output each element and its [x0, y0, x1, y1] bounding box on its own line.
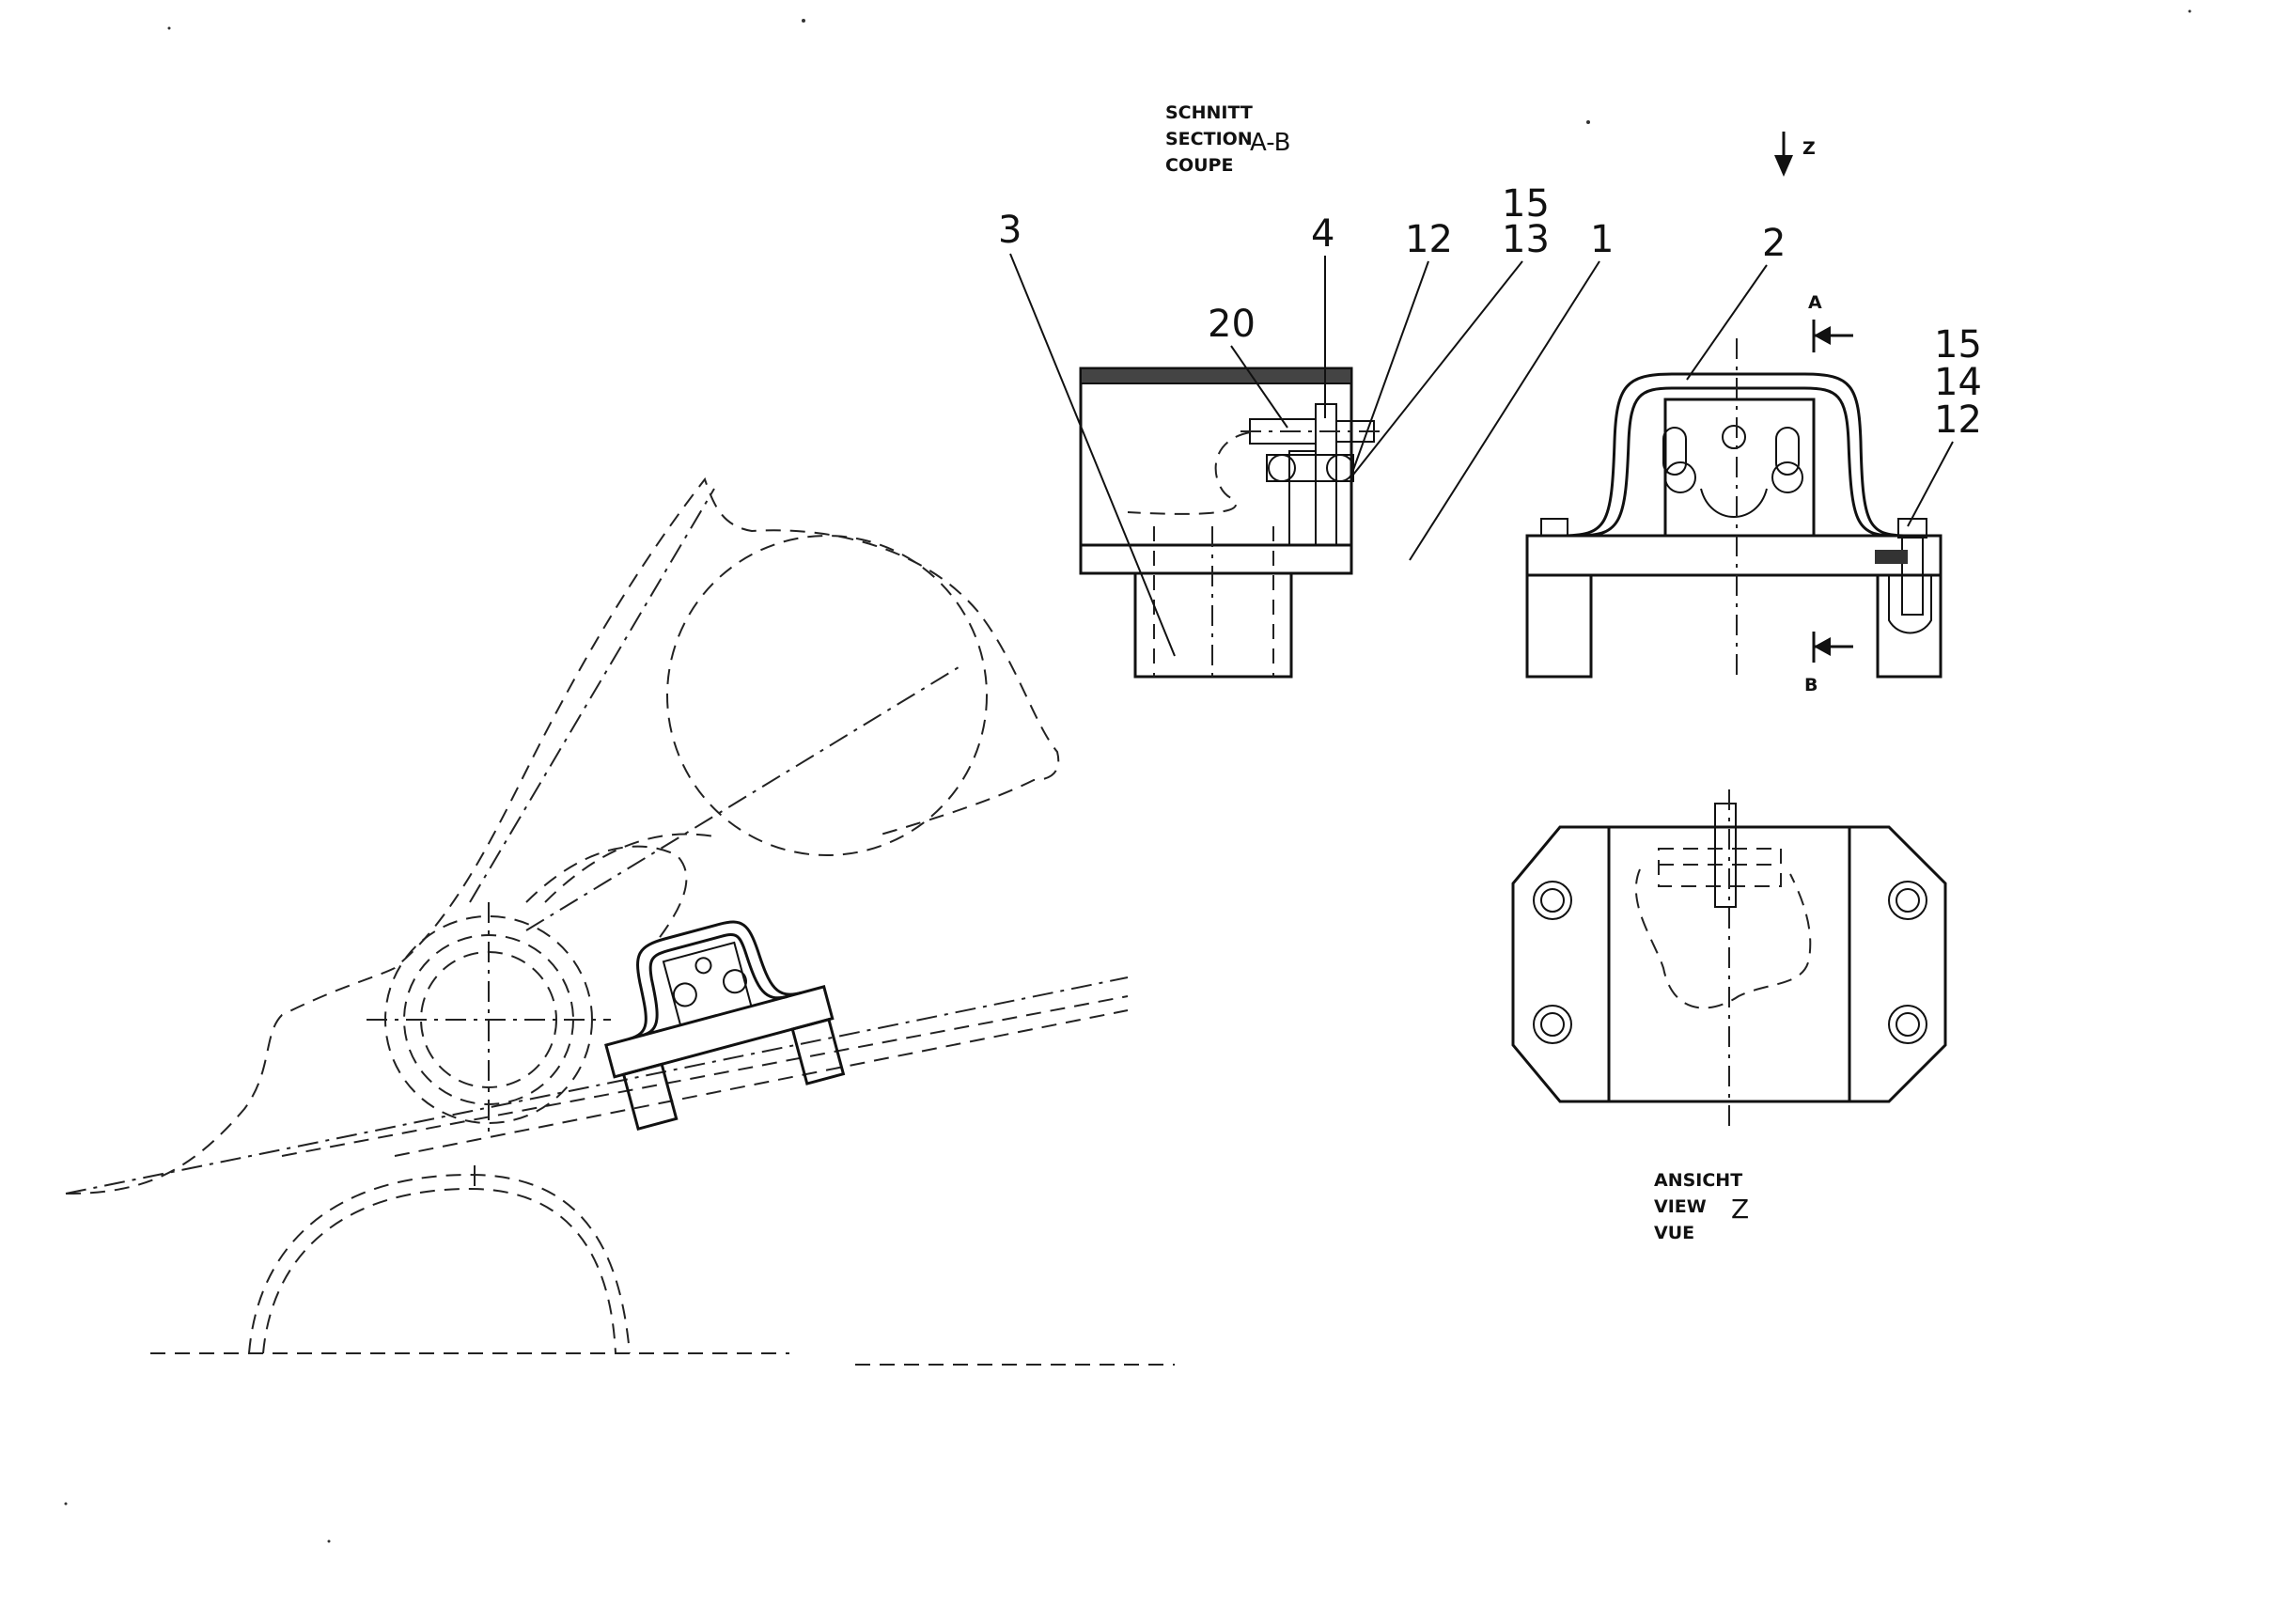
plan-view [1511, 789, 1947, 1128]
callout-2: 2 [1762, 222, 1786, 265]
callout-15a: 15 [1502, 182, 1550, 226]
section-label-ref: A-B [1250, 129, 1291, 157]
cut-marker-a-label: A [1808, 292, 1822, 313]
callout-13: 13 [1502, 218, 1550, 261]
scan-specks [64, 9, 2192, 1543]
side-view [1525, 338, 1943, 679]
view-z-arrow-label: Z [1802, 138, 1816, 159]
callout-14: 14 [1934, 361, 1982, 404]
callout-12b: 12 [1934, 398, 1982, 442]
callout-12a: 12 [1405, 218, 1453, 261]
callout-4: 4 [1311, 212, 1334, 256]
section-label: SCHNITT SECTION COUPE A-B [1165, 102, 1291, 176]
callout-15b: 15 [1934, 323, 1982, 367]
view-label-line3: VUE [1654, 1223, 1694, 1243]
callout-1: 1 [1590, 218, 1614, 261]
arm-assembly-view [65, 476, 1175, 1366]
mounted-sensor-assembly [604, 920, 846, 1132]
callouts: 3 20 4 12 15 13 1 2 15 14 12 [998, 182, 1982, 657]
view-label: ANSICHT VIEW VUE Z [1654, 1170, 1749, 1243]
view-label-line1: ANSICHT [1654, 1170, 1742, 1191]
section-label-line3: COUPE [1165, 155, 1233, 176]
section-label-line1: SCHNITT [1165, 102, 1253, 123]
section-view [1079, 367, 1381, 679]
view-label-line2: VIEW [1654, 1196, 1707, 1217]
view-z-arrow: Z [1774, 132, 1816, 177]
section-label-line2: SECTION [1165, 129, 1253, 149]
cut-marker-a: A [1808, 292, 1853, 352]
view-label-ref: Z [1731, 1194, 1749, 1225]
cut-marker-b: B [1804, 632, 1853, 695]
callout-3: 3 [998, 209, 1022, 252]
callout-20: 20 [1208, 303, 1256, 346]
cut-marker-b-label: B [1804, 675, 1818, 695]
